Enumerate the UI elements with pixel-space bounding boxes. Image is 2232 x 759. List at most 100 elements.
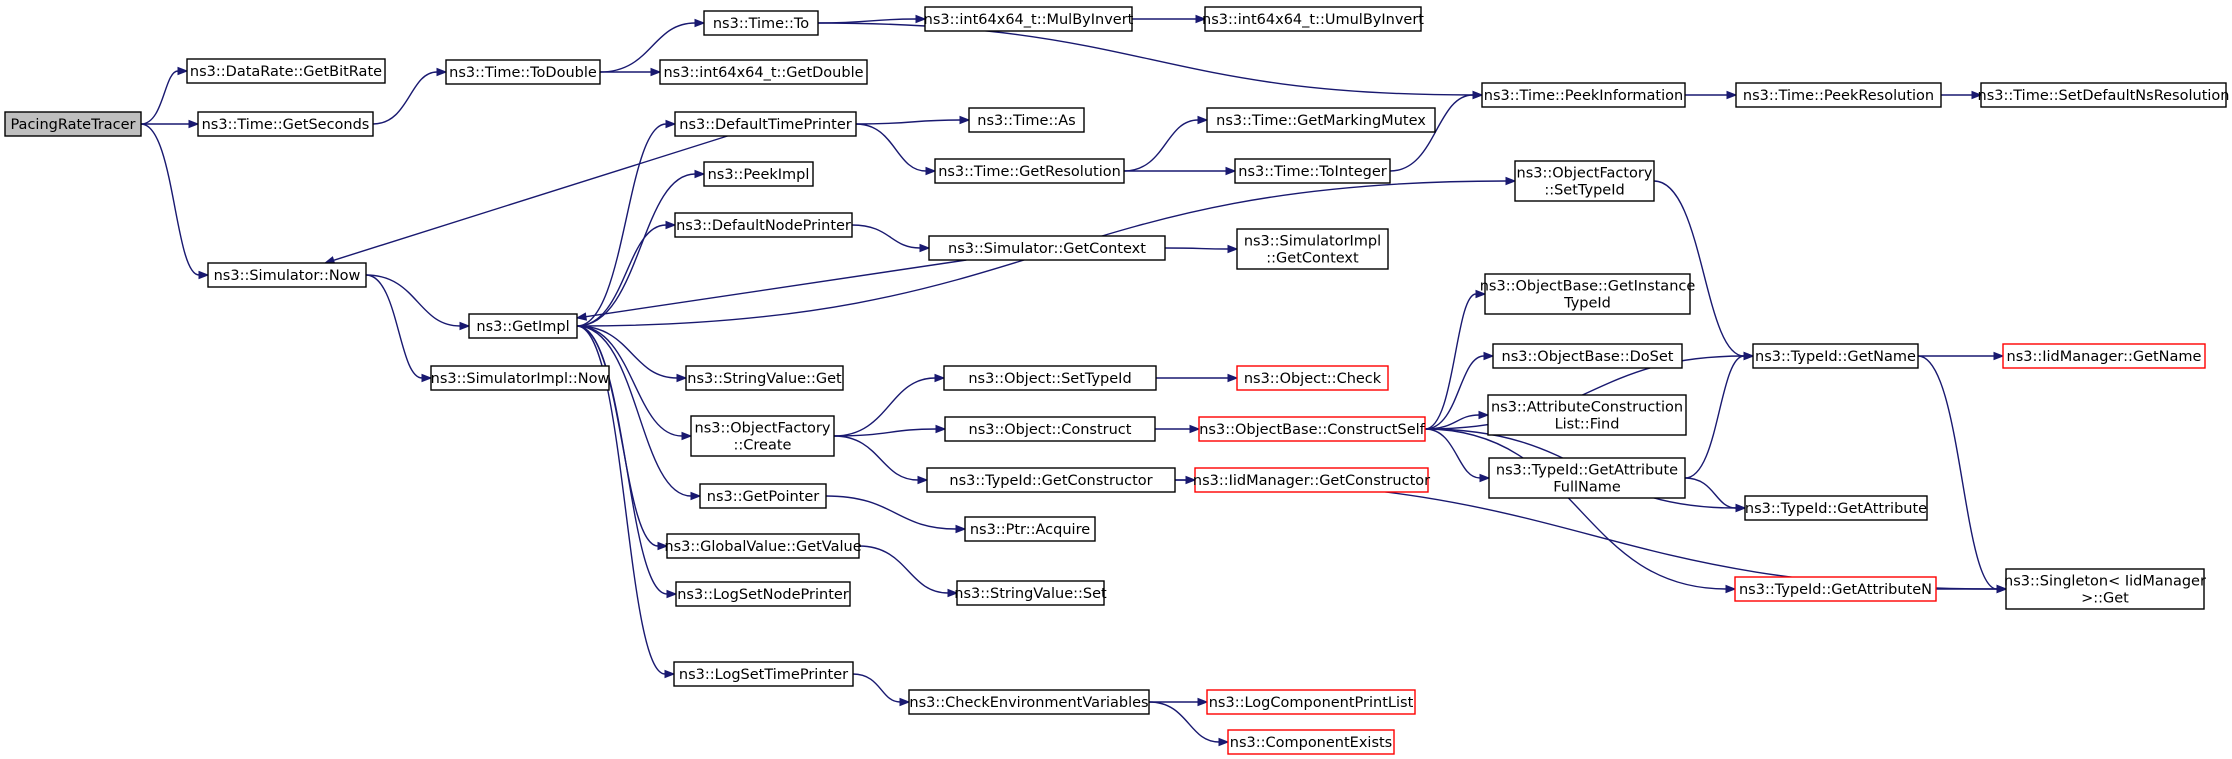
- node-ns3-peekimpl[interactable]: ns3::PeekImpl: [703, 161, 814, 187]
- node-ns3-time-todouble[interactable]: ns3::Time::ToDouble: [445, 59, 601, 85]
- call-edge: [1132, 14, 1207, 24]
- node-box: [666, 533, 860, 559]
- node-label: ns3::int64x64_t::MulByInvert: [924, 12, 1134, 28]
- node-ns3-object-settypeid[interactable]: ns3::Object::SetTypeId: [943, 365, 1157, 391]
- node-ns3-checkenvironmentvariables[interactable]: ns3::CheckEnvironmentVariables: [908, 689, 1150, 715]
- node-box: [1236, 228, 1389, 270]
- node-ns3-getpointer[interactable]: ns3::GetPointer: [699, 483, 827, 509]
- node-label: ns3::Time::GetSeconds: [202, 117, 370, 133]
- node-ns3-logsettimeprinter[interactable]: ns3::LogSetTimePrinter: [673, 661, 854, 687]
- node-ns3-stringvalue-get[interactable]: ns3::StringValue::Get: [685, 365, 844, 391]
- node-box: [4, 111, 142, 137]
- node-ns3-typeid-getconstructor[interactable]: ns3::TypeId::GetConstructor: [926, 467, 1176, 493]
- node-label: ns3::Simulator::Now: [214, 268, 361, 284]
- node-pacingratetracer[interactable]: PacingRateTracer: [4, 111, 142, 137]
- edge-line: [1164, 247, 1229, 250]
- node-ns3-ptr-acquire[interactable]: ns3::Ptr::Acquire: [964, 516, 1096, 542]
- node-ns3-time-peekresolution[interactable]: ns3::Time::PeekResolution: [1735, 82, 1942, 108]
- arrowhead: [1479, 473, 1491, 483]
- edge-line: [833, 428, 937, 437]
- node-ns3-logcomponentprintlist[interactable]: ns3::LogComponentPrintList: [1206, 689, 1416, 715]
- node-ns3-objectbase-constructself[interactable]: ns3::ObjectBase::ConstructSelf: [1198, 416, 1426, 442]
- arrowhead: [1197, 697, 1209, 707]
- edge-line: [817, 22, 1474, 96]
- arrowhead: [959, 115, 971, 125]
- node-ns3-stringvalue-set[interactable]: ns3::StringValue::Set: [954, 580, 1107, 606]
- node-ns3-objectfactory-create[interactable]: ns3::ObjectFactory::Create: [690, 415, 835, 457]
- node-ns3-time-to[interactable]: ns3::Time::To: [703, 10, 819, 36]
- node-ns3-int64x64-t-mulbyinvert[interactable]: ns3::int64x64_t::MulByInvert: [924, 6, 1134, 32]
- edge-line: [372, 71, 438, 125]
- node-ns3-int64x64-t-umulbyinvert[interactable]: ns3::int64x64_t::UmulByInvert: [1202, 6, 1424, 32]
- node-ns3-time-getseconds[interactable]: ns3::Time::GetSeconds: [197, 111, 374, 137]
- node-ns3-typeid-getname[interactable]: ns3::TypeId::GetName: [1752, 343, 1919, 369]
- node-label: ns3::ObjectBase::ConstructSelf: [1199, 422, 1425, 438]
- node-ns3-logsetnodeprinter[interactable]: ns3::LogSetNodePrinter: [675, 581, 851, 607]
- node-label: ns3::IidManager::GetName: [2007, 349, 2202, 365]
- node-ns3-simulator-getcontext[interactable]: ns3::Simulator::GetContext: [928, 235, 1166, 261]
- node-ns3-time-tointeger[interactable]: ns3::Time::ToInteger: [1234, 158, 1391, 184]
- node-ns3-objectbase-doset[interactable]: ns3::ObjectBase::DoSet: [1492, 343, 1683, 369]
- call-edge: [1123, 166, 1237, 176]
- node-label: ns3::TypeId::GetAttributeN: [1739, 582, 1932, 598]
- node-label: ns3::Time::PeekResolution: [1743, 88, 1934, 104]
- node-ns3-objectfactory-settypeid[interactable]: ns3::ObjectFactory::SetTypeId: [1514, 160, 1655, 202]
- node-label: ns3::Time::GetResolution: [938, 164, 1121, 180]
- node-box: [934, 158, 1125, 184]
- node-ns3-globalvalue-getvalue[interactable]: ns3::GlobalValue::GetValue: [664, 533, 862, 559]
- arrowhead: [1483, 351, 1495, 361]
- node-label: ns3::AttributeConstruction: [1491, 400, 1683, 416]
- node-ns3-defaultnodeprinter[interactable]: ns3::DefaultNodePrinter: [674, 212, 853, 238]
- call-edge: [852, 673, 911, 707]
- node-ns3-iidmanager-getconstructor[interactable]: ns3::IidManager::GetConstructor: [1193, 467, 1430, 493]
- node-ns3-time-getmarkingmutex[interactable]: ns3::Time::GetMarkingMutex: [1206, 107, 1436, 133]
- node-ns3-int64x64-t-getdouble[interactable]: ns3::int64x64_t::GetDouble: [659, 59, 868, 85]
- node-ns3-object-check[interactable]: ns3::Object::Check: [1236, 365, 1389, 391]
- node-ns3-time-as[interactable]: ns3::Time::As: [968, 107, 1085, 133]
- arrowhead: [1505, 176, 1517, 186]
- node-ns3-time-setdefaultnsresolution[interactable]: ns3::Time::SetDefaultNsResolution: [1978, 82, 2230, 108]
- arrowhead: [947, 588, 959, 598]
- node-ns3-simulator-now[interactable]: ns3::Simulator::Now: [207, 262, 367, 288]
- node-ns3-simulatorimpl-getcontext[interactable]: ns3::SimulatorImpl::GetContext: [1236, 228, 1389, 270]
- node-label: ns3::TypeId::GetName: [1755, 349, 1916, 365]
- node-ns3-datarate-getbitrate[interactable]: ns3::DataRate::GetBitRate: [186, 58, 386, 84]
- node-label: ::GetContext: [1266, 251, 1359, 267]
- arrowhead: [690, 491, 702, 501]
- node-ns3-time-peekinformation[interactable]: ns3::Time::PeekInformation: [1481, 82, 1686, 108]
- call-edge: [600, 67, 662, 77]
- node-box: [445, 59, 601, 85]
- node-ns3-typeid-getattributen[interactable]: ns3::TypeId::GetAttributeN: [1734, 576, 1937, 602]
- call-edge: [576, 169, 706, 327]
- node-box: [1735, 82, 1942, 108]
- node-ns3-getimpl[interactable]: ns3::GetImpl: [468, 313, 578, 339]
- node-box: [964, 516, 1096, 542]
- arrowhead: [1478, 410, 1490, 420]
- node-ns3-componentexists[interactable]: ns3::ComponentExists: [1227, 729, 1395, 755]
- node-label: ns3::int64x64_t::GetDouble: [663, 65, 863, 81]
- call-edge: [576, 325, 678, 599]
- node-ns3-simulatorimpl-now[interactable]: ns3::SimulatorImpl::Now: [430, 365, 610, 391]
- edge-line: [576, 325, 692, 497]
- node-box: [2005, 568, 2205, 610]
- node-ns3-object-construct[interactable]: ns3::Object::Construct: [944, 416, 1156, 442]
- node-label: ns3::Simulator::GetContext: [948, 241, 1146, 257]
- edge-line: [1424, 428, 1481, 479]
- node-label: ns3::int64x64_t::UmulByInvert: [1202, 12, 1424, 28]
- arrowhead: [1195, 14, 1207, 24]
- arrowhead: [650, 67, 662, 77]
- call-edge: [576, 325, 676, 679]
- node-ns3-singleton-iidmanager-get[interactable]: ns3::Singleton< IidManager >::Get: [2004, 568, 2206, 610]
- edge-line: [851, 224, 921, 249]
- node-box: [690, 415, 835, 457]
- node-ns3-iidmanager-getname[interactable]: ns3::IidManager::GetName: [2002, 343, 2206, 369]
- node-label: ns3::Time::GetMarkingMutex: [1216, 113, 1426, 129]
- arrowhead: [459, 321, 471, 331]
- edge-line: [585, 259, 967, 318]
- node-ns3-typeid-getattribute[interactable]: ns3::TypeId::GetAttribute: [1744, 495, 1928, 521]
- node-ns3-defaulttimeprinter[interactable]: ns3::DefaultTimePrinter: [674, 111, 857, 137]
- node-ns3-time-getresolution[interactable]: ns3::Time::GetResolution: [934, 158, 1125, 184]
